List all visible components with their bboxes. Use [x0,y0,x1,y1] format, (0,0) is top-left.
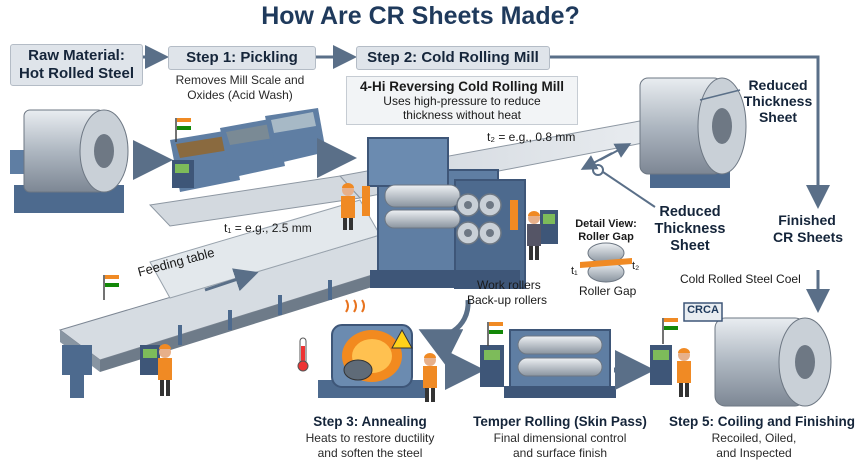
detail-t1: t₁ [571,265,578,277]
step4-desc-line1: Final dimensional control [493,431,627,445]
crca-tag-box [683,302,723,322]
reduced-coil-icon [639,77,747,188]
backup-rollers-label: Back-up rollers [467,293,548,307]
step2-label: Step 2: Cold Rolling Mill [356,46,550,70]
step5-desc-line2: and Inspected [716,446,792,460]
step5-desc-line1: Recoiled, Oiled, [711,431,797,445]
reduced-sheet-label-mid: Reduced Thickness Sheet [640,204,740,255]
step1-label: Step 1: Pickling [168,46,316,70]
t2-label: t₂ = e.g., 0.8 mm [487,130,576,144]
detail-view-label: Detail View: Roller Gap [572,218,640,244]
mill-desc-line2: thickness without heat [402,108,522,122]
diagram-title: How Are CR Sheets Made? [261,2,580,30]
rolling-mill-icon [362,137,526,289]
step4-desc: Final dimensional control and surface fi… [470,431,650,461]
step4-desc-line2: and surface finish [512,446,608,460]
flag-icon-1 [175,118,191,142]
t1-label: t₁ = e.g., 2.5 mm [224,221,312,235]
operator-icon-1 [140,344,172,396]
raw-coil-icon [10,109,129,213]
step1-desc-line1: Removes Mill Scale and [175,73,305,87]
reduced-mid-line1: Reduced [659,204,721,220]
step5-desc: Recoiled, Oiled, and Inspected [684,431,824,461]
operator-icon-3 [527,210,558,260]
step1-desc-line2: Oxides (Acid Wash) [187,88,293,102]
detail-title-line2: Roller Gap [578,231,634,243]
reduced-top-line2: Thickness [743,93,813,109]
step3-desc: Heats to restore ductility and soften th… [300,431,440,461]
step3-desc-line1: Heats to restore ductility [305,431,435,445]
mill-name: 4-Hi Reversing Cold Rolling Mill [359,79,565,94]
reduced-top-line1: Reduced [748,77,808,93]
operator-icon-2 [341,183,355,230]
finished-line1: Finished [778,212,836,228]
step3-label: Step 3: Annealing [313,414,427,429]
detail-title-line1: Detail View: [575,218,637,230]
roller-gap-detail-icon [580,242,632,283]
reduced-top-line3: Sheet [758,109,798,125]
step4-label: Temper Rolling (Skin Pass) [473,414,647,429]
flag-icon-4 [662,318,678,344]
pickling-tanks-icon [170,108,326,192]
cold-rolled-coil-label: Cold Rolled Steel Coel [680,272,801,286]
raw-material-line2: Hot Rolled Steel [19,65,135,82]
reduced-mid-line2: Thickness [654,221,726,237]
step1-desc: Removes Mill Scale and Oxides (Acid Wash… [160,73,320,103]
operator-icon-4 [423,353,437,402]
raw-material-line1: Raw Material: [28,47,125,64]
finished-sheets-label: Finished CR Sheets [773,212,844,246]
flag-icon-3 [487,322,503,346]
finished-line2: CR Sheets [773,229,844,245]
flag-icon-2 [103,275,119,300]
crca-tag: CRCA [687,304,719,316]
step5-label: Step 5: Coiling and Finishing [669,414,855,429]
detail-caption: Roller Gap [579,284,637,298]
thermometer-icon [297,337,309,372]
flow-arrow-to-finished [546,55,830,209]
step3-desc-line2: and soften the steel [317,446,423,460]
final-coil-icon [650,317,832,407]
detail-t2: t₂ [632,260,640,272]
mill-desc-line1: Uses high-pressure to reduce [383,94,541,108]
work-rollers-label: Work rollers [477,278,541,292]
feeding-table-icon [58,199,422,398]
annealing-furnace-icon [318,299,428,398]
mill-info-box: 4-Hi Reversing Cold Rolling Mill Uses hi… [346,76,578,125]
reduced-sheet-label-top: Reduced Thickness Sheet [728,77,828,125]
temper-mill-icon [480,329,616,398]
raw-material-label: Raw Material: Hot Rolled Steel [10,44,143,86]
reduced-mid-line3: Sheet [670,238,710,254]
